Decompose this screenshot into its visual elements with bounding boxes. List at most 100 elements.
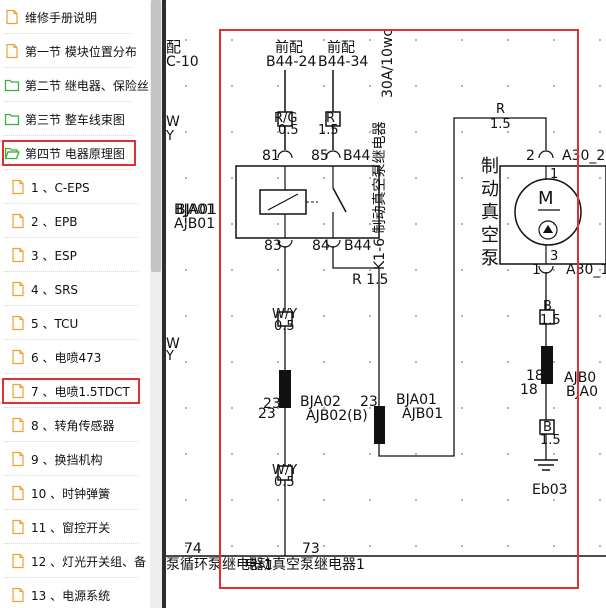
grid-dot bbox=[231, 131, 233, 133]
tree-item[interactable]: 第一节 模块位置分布 bbox=[0, 34, 150, 68]
grid-dot bbox=[369, 131, 371, 133]
grid-dot bbox=[415, 269, 417, 271]
pane-divider[interactable] bbox=[162, 0, 166, 608]
pin-label: 74 bbox=[184, 541, 202, 557]
grid-dot bbox=[553, 85, 555, 87]
grid-dot bbox=[369, 545, 371, 547]
motor-symbol bbox=[514, 178, 582, 246]
left-connector-label: BJA01 bbox=[174, 202, 215, 218]
document-icon bbox=[10, 315, 26, 331]
source-label: 前配 bbox=[327, 39, 355, 56]
document-icon bbox=[10, 349, 26, 365]
connector-block bbox=[279, 370, 291, 408]
tree-item[interactable]: 4 、SRS bbox=[0, 272, 150, 306]
connector-label: BJA0 bbox=[566, 384, 598, 400]
wire-size: 1.5 bbox=[318, 123, 339, 138]
grid-dot bbox=[277, 177, 279, 179]
grid-dot bbox=[507, 223, 509, 225]
tree-item-label: 7 、电喷1.5TDCT bbox=[31, 384, 130, 399]
wire-color: W/Y bbox=[272, 463, 297, 478]
navigation-tree: 维修手册说明第一节 模块位置分布第二节 继电器、保险丝第三节 整车线束图第四节 … bbox=[0, 0, 150, 608]
tree-item[interactable]: 13 、电源系统 bbox=[0, 578, 150, 608]
document-icon bbox=[10, 213, 26, 229]
grid-dot bbox=[369, 315, 371, 317]
grid-dot bbox=[277, 85, 279, 87]
grid-dot bbox=[323, 39, 325, 41]
grid-dot bbox=[231, 545, 233, 547]
grid-dot bbox=[323, 361, 325, 363]
grid-dot bbox=[461, 545, 463, 547]
grid-dot bbox=[553, 499, 555, 501]
tree-item[interactable]: 10 、时钟弹簧 bbox=[0, 476, 150, 510]
grid-dot bbox=[461, 407, 463, 409]
grid-dot bbox=[231, 269, 233, 271]
grid-dot bbox=[323, 315, 325, 317]
tree-item-label: 8 、转角传感器 bbox=[31, 418, 115, 433]
grid-dot bbox=[323, 223, 325, 225]
grid-dot bbox=[369, 39, 371, 41]
tree-item[interactable]: 7 、电喷1.5TDCT bbox=[0, 374, 150, 408]
grid-dot bbox=[323, 499, 325, 501]
highlight-box bbox=[2, 378, 140, 404]
document-icon bbox=[10, 417, 26, 433]
tree-item[interactable]: 12 、灯光开关组、备 bbox=[0, 544, 150, 578]
tree-item[interactable]: 1 、C-EPS bbox=[0, 170, 150, 204]
tree-item[interactable]: 第二节 继电器、保险丝 bbox=[0, 68, 150, 102]
document-icon bbox=[10, 553, 26, 569]
pin-label: 2 bbox=[526, 148, 535, 164]
grid-dot bbox=[323, 177, 325, 179]
pin-label: 84 bbox=[312, 238, 330, 254]
tree-item[interactable]: 11 、窗控开关 bbox=[0, 510, 150, 544]
grid-dot bbox=[369, 499, 371, 501]
grid-dot bbox=[323, 85, 325, 87]
left-label: 配 bbox=[166, 38, 181, 56]
tree-item[interactable]: 5 、TCU bbox=[0, 306, 150, 340]
source-label: 前配 bbox=[275, 39, 303, 56]
grid-dot bbox=[553, 453, 555, 455]
tree-item[interactable]: 第四节 电器原理图 bbox=[0, 136, 150, 170]
grid-dot bbox=[415, 545, 417, 547]
tree-item-label: 6 、电喷473 bbox=[31, 350, 102, 365]
tree-item[interactable]: 3 、ESP bbox=[0, 238, 150, 272]
grid-dot bbox=[461, 223, 463, 225]
grid-dot bbox=[415, 453, 417, 455]
connector-label: AJB01 bbox=[402, 406, 443, 422]
left-wire-label: Y bbox=[166, 349, 174, 364]
relay-title: K1-6 制动真空泵继电器 bbox=[372, 122, 388, 271]
grid-dot bbox=[599, 361, 601, 363]
grid-dot bbox=[277, 453, 279, 455]
document-icon bbox=[10, 519, 26, 535]
grid-dot bbox=[323, 453, 325, 455]
tree-item[interactable]: 9 、换挡机构 bbox=[0, 442, 150, 476]
tree-item-label: 第三节 整车线束图 bbox=[25, 112, 125, 127]
wire-size: 1.5 bbox=[490, 117, 511, 132]
tree-item-label: 维修手册说明 bbox=[25, 10, 98, 25]
pin-label: 18 bbox=[520, 382, 538, 398]
grid-dot bbox=[369, 407, 371, 409]
tree-item[interactable]: 维修手册说明 bbox=[0, 0, 150, 34]
tree-item[interactable]: 第三节 整车线束图 bbox=[0, 102, 150, 136]
grid-dot bbox=[415, 131, 417, 133]
connector-label: BJA02 bbox=[300, 394, 341, 410]
grid-dot bbox=[277, 407, 279, 409]
grid-dot bbox=[553, 361, 555, 363]
wire-size: 0.5 bbox=[278, 123, 299, 138]
connector-block bbox=[374, 406, 385, 444]
grid-dot bbox=[507, 315, 509, 317]
scrollbar-thumb[interactable] bbox=[151, 0, 161, 272]
grid-dot bbox=[415, 361, 417, 363]
tree-item-label: 10 、时钟弹簧 bbox=[31, 486, 111, 501]
motor-arrow bbox=[543, 225, 553, 233]
pin-label: 18 bbox=[526, 368, 544, 384]
pin-label: 73 bbox=[302, 541, 320, 557]
tree-item[interactable]: 2 、EPB bbox=[0, 204, 150, 238]
tree-item[interactable]: 8 、转角传感器 bbox=[0, 408, 150, 442]
grid-dot bbox=[553, 177, 555, 179]
tree-item[interactable]: 6 、电喷473 bbox=[0, 340, 150, 374]
grid-dot bbox=[415, 177, 417, 179]
tree-item-label: 1 、C-EPS bbox=[31, 180, 90, 195]
grid-dot bbox=[415, 407, 417, 409]
grid-dot bbox=[599, 499, 601, 501]
folder-icon bbox=[4, 77, 20, 93]
pump-box bbox=[499, 165, 606, 265]
